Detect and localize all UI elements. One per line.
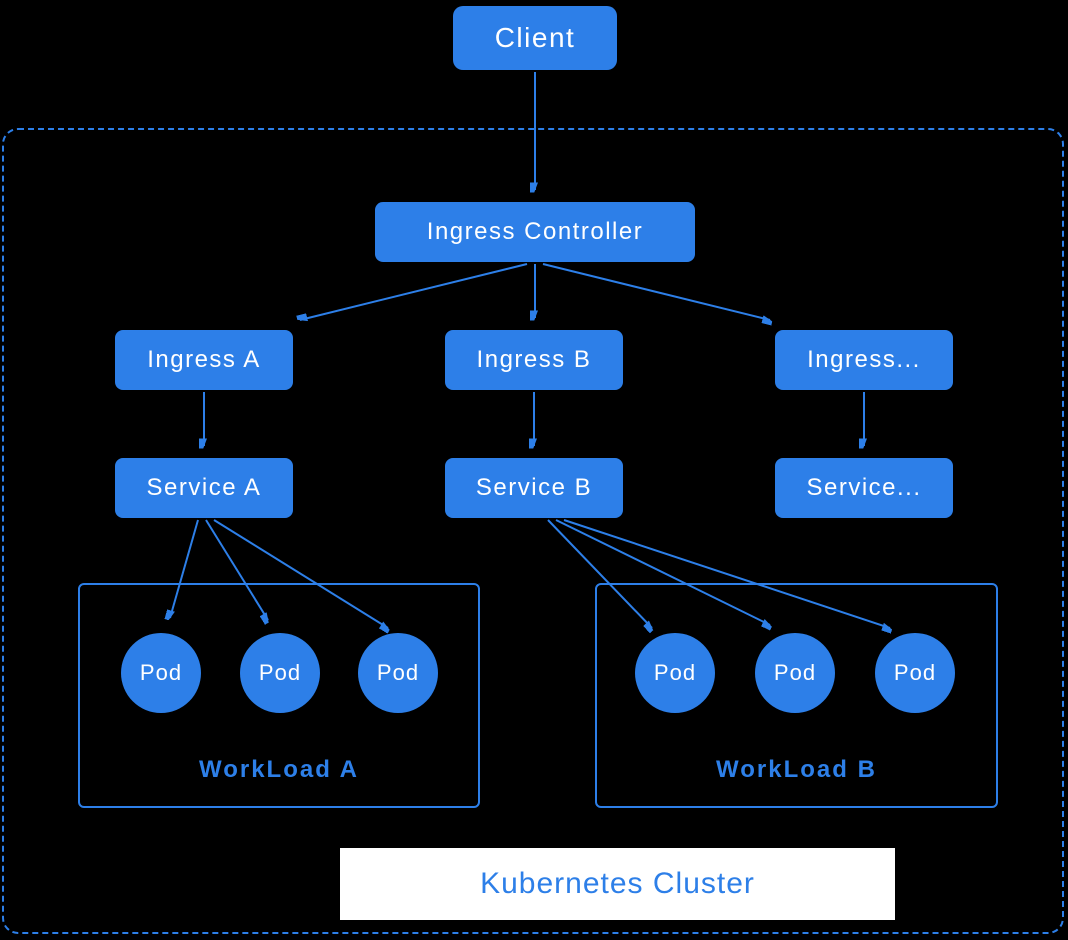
kubernetes-cluster-caption-box: Kubernetes Cluster (340, 848, 895, 920)
workload-a-box: WorkLoad A (78, 583, 480, 808)
pod-a-1: Pod (121, 633, 201, 713)
pod-a-2: Pod (240, 633, 320, 713)
node-ingress-a: Ingress A (115, 330, 293, 390)
workload-b-box: WorkLoad B (595, 583, 998, 808)
kubernetes-cluster-boundary (2, 128, 1064, 934)
node-service-more: Service... (775, 458, 953, 518)
kubernetes-cluster-caption: Kubernetes Cluster (480, 867, 755, 900)
node-client: Client (453, 6, 617, 70)
pod-b-3: Pod (875, 633, 955, 713)
node-ingress-controller: Ingress Controller (375, 202, 695, 262)
workload-b-label: WorkLoad B (716, 756, 877, 783)
pod-b-1: Pod (635, 633, 715, 713)
pod-b-2: Pod (755, 633, 835, 713)
node-ingress-b: Ingress B (445, 330, 623, 390)
workload-a-label: WorkLoad A (198, 756, 359, 783)
node-ingress-more: Ingress... (775, 330, 953, 390)
pod-a-3: Pod (358, 633, 438, 713)
node-service-b: Service B (445, 458, 623, 518)
node-service-a: Service A (115, 458, 293, 518)
